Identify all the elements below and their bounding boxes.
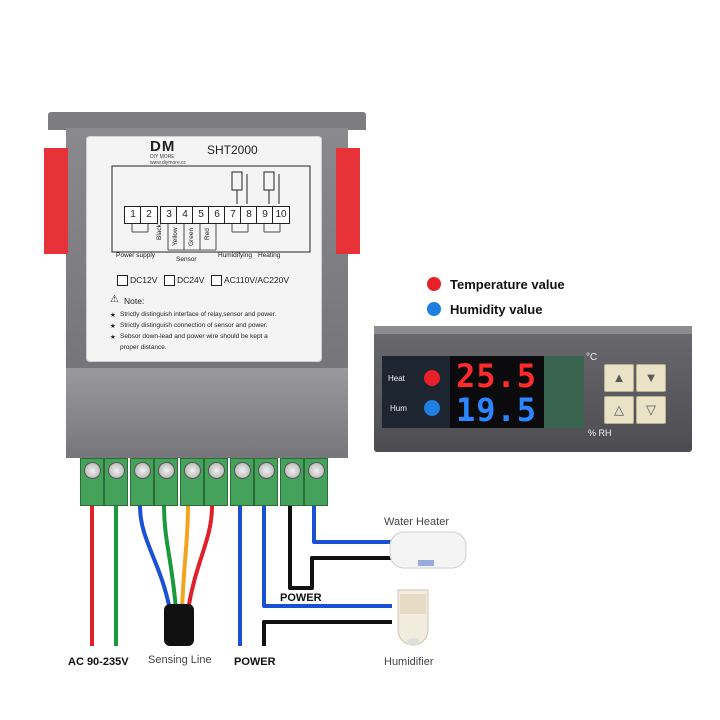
segment-display xyxy=(450,356,544,428)
humidifier-tank xyxy=(400,594,426,614)
terminal-number: 3 xyxy=(160,206,178,224)
note-line: Strictly distinguish connection of senso… xyxy=(120,322,268,329)
screw-icon xyxy=(158,462,175,479)
up-arrow-icon[interactable]: ▲ xyxy=(604,364,634,392)
hum-indicator-led xyxy=(424,400,440,416)
label-sensor: Sensor xyxy=(176,256,197,263)
brand-logo: DM xyxy=(150,138,176,155)
screw-icon xyxy=(284,462,301,479)
wire-blue-heater xyxy=(312,506,392,544)
terminal-block xyxy=(80,458,330,508)
controller-top-edge xyxy=(48,112,366,130)
temperature-legend-label: Temperature value xyxy=(450,277,565,292)
water-heater-label: Water Heater xyxy=(384,516,450,528)
note-line: proper distance. xyxy=(120,344,167,351)
heat-label: Heat xyxy=(388,374,405,383)
hum-label: Hum xyxy=(390,404,407,413)
controller-front-top xyxy=(374,326,692,334)
wire-black-humidifier xyxy=(262,620,392,646)
note-bullet-icon: ★ xyxy=(110,323,116,330)
relay-power-label: POWER xyxy=(280,592,322,604)
humidifier-base xyxy=(407,638,419,646)
humidifier-label: Humidifier xyxy=(384,656,434,668)
brand-url: www.diymore.cc xyxy=(150,160,187,166)
water-heater-display xyxy=(418,560,434,566)
warning-icon: ⚠ xyxy=(110,294,119,305)
label-heating: Heating xyxy=(258,252,281,259)
voltage-checkbox xyxy=(117,275,128,286)
brand-subtitle: DIY MORE xyxy=(150,154,175,160)
sensing-line-label: Sensing Line xyxy=(148,654,212,666)
sensor-cable xyxy=(164,604,194,646)
humidity-readout: 19.5 xyxy=(456,391,538,429)
screw-icon xyxy=(84,462,101,479)
screw-icon xyxy=(184,462,201,479)
ac-power-label: AC 90-235V xyxy=(68,656,129,668)
voltage-option: DC24V xyxy=(177,275,205,285)
note-bullet-icon: ★ xyxy=(110,334,116,341)
note-line: Strictly distinguish interface of relay,… xyxy=(120,311,277,318)
down-outline-arrow-icon[interactable]: ▽ xyxy=(636,396,666,424)
power-label: POWER xyxy=(234,656,276,668)
up-outline-arrow-icon[interactable]: △ xyxy=(604,396,634,424)
screw-icon xyxy=(208,462,225,479)
wire-red-sensor xyxy=(186,505,214,611)
wiring-label-panel xyxy=(86,136,322,362)
label-power-supply: Power supply xyxy=(116,252,156,259)
relay-symbols xyxy=(231,171,280,204)
screw-icon xyxy=(234,462,251,479)
label-humidifying: Humidifying xyxy=(218,252,252,259)
screw-icon xyxy=(108,462,125,479)
wire-blue-humidifier xyxy=(262,506,392,608)
note-line: Sebsor down-lead and power wire should b… xyxy=(120,333,268,340)
humidity-legend-dot xyxy=(427,302,441,316)
humidity-legend-label: Humidity value xyxy=(450,302,543,317)
heat-indicator-led xyxy=(424,370,440,386)
mounting-clip-left xyxy=(44,148,68,254)
temperature-readout: 25.5 xyxy=(456,357,538,395)
wire-green-sensor xyxy=(162,505,178,611)
terminal-number: 10 xyxy=(272,206,290,224)
temperature-legend-dot xyxy=(427,277,441,291)
note-title: Note: xyxy=(124,296,145,306)
down-arrow-icon[interactable]: ▼ xyxy=(636,364,666,392)
voltage-option: DC12V xyxy=(130,275,158,285)
temp-unit: °C xyxy=(586,352,598,363)
screw-icon xyxy=(258,462,275,479)
note-bullet-icon: ★ xyxy=(110,312,116,319)
voltage-checkbox xyxy=(164,275,175,286)
terminal-number: 2 xyxy=(140,206,158,224)
screw-icon xyxy=(134,462,151,479)
controller-body-lower xyxy=(66,368,348,458)
schematic-outline xyxy=(111,165,311,253)
wire-orange-sensor xyxy=(180,505,190,611)
hum-unit: % RH xyxy=(588,428,612,438)
wire-black-heater xyxy=(288,506,392,590)
mounting-clip-right xyxy=(336,148,360,254)
wire-blue-sensor xyxy=(138,505,172,611)
voltage-checkbox xyxy=(211,275,222,286)
water-heater-icon xyxy=(389,531,467,569)
model-number: SHT2000 xyxy=(207,143,258,157)
voltage-option: AC110V/AC220V xyxy=(224,275,290,285)
circuit-board xyxy=(544,356,584,428)
screw-icon xyxy=(308,462,325,479)
